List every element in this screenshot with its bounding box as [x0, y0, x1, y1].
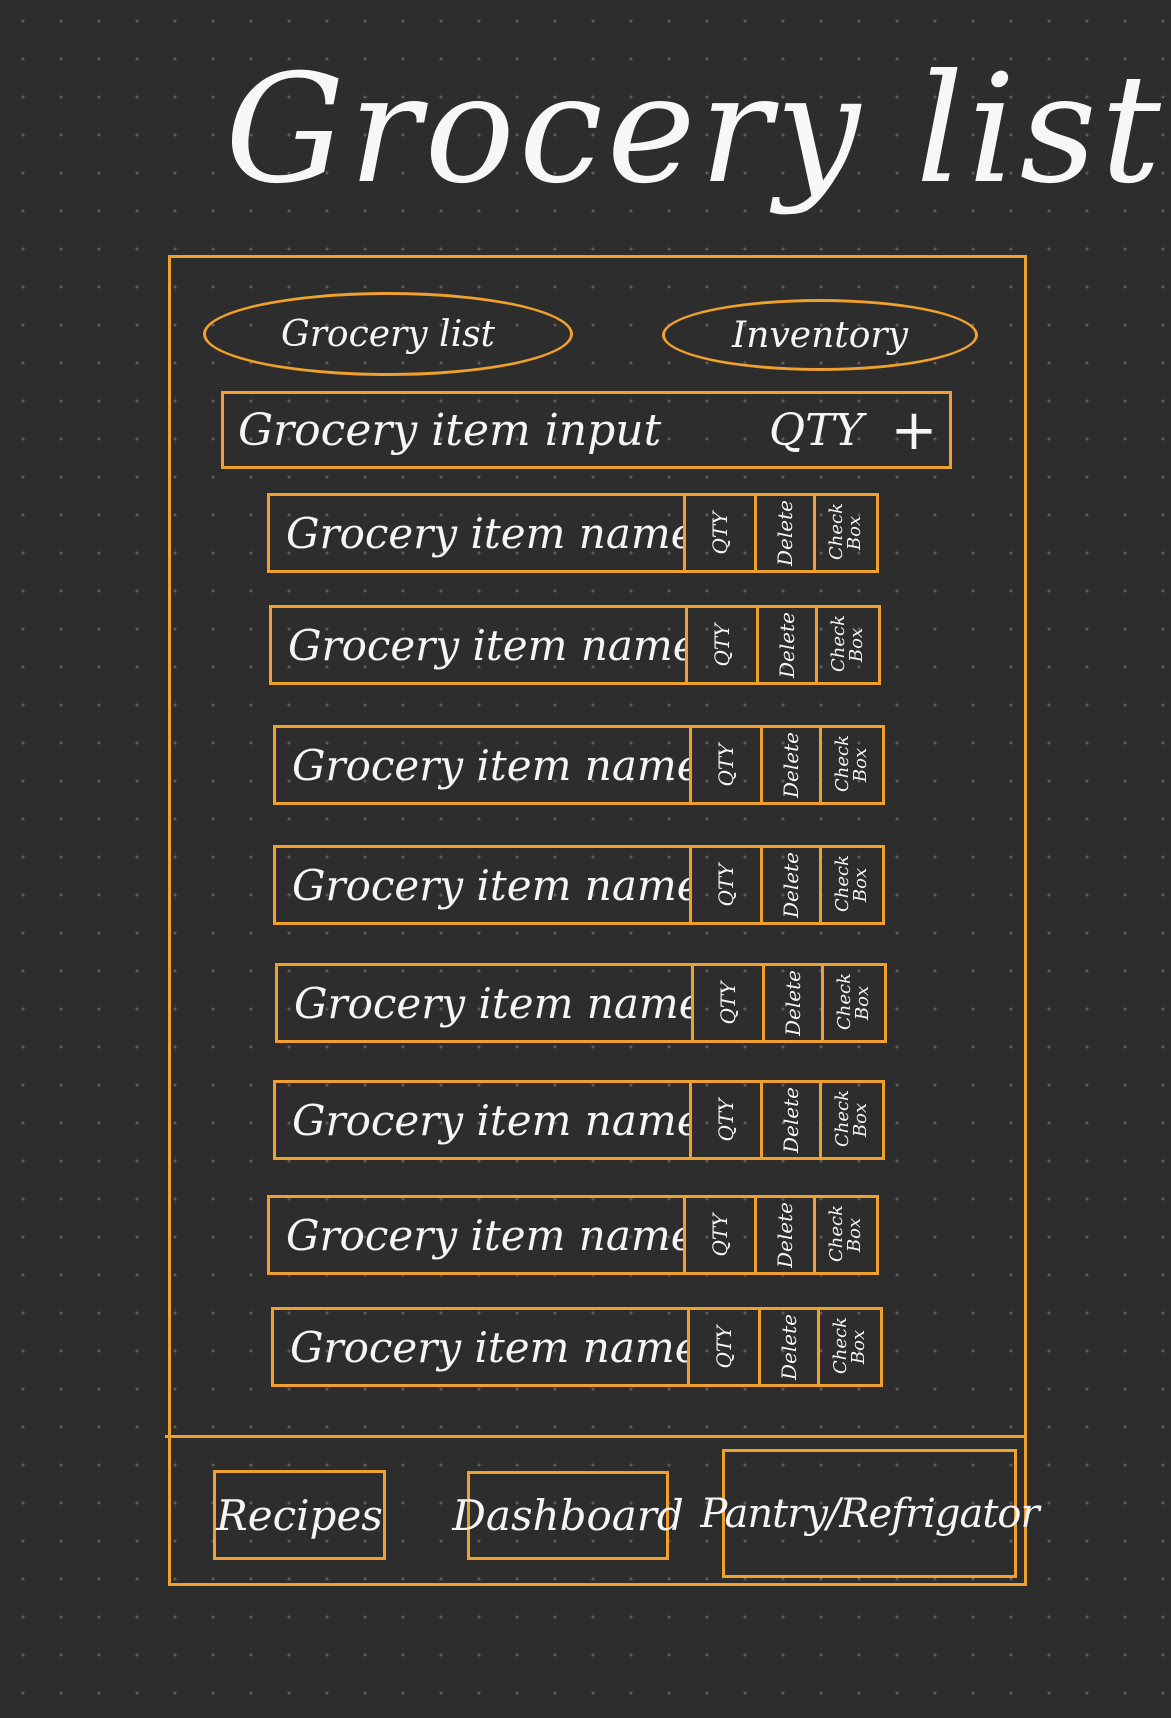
check-box-label: Check Box — [826, 502, 865, 560]
item-name: Grocery item name — [290, 1322, 687, 1372]
check-box-label: Check Box — [832, 854, 871, 912]
item-name: Grocery item name — [292, 1095, 689, 1145]
item-qty-label: QTY — [714, 743, 738, 787]
check-box[interactable]: Check Box — [821, 966, 884, 1040]
delete-label: Delete — [773, 500, 797, 566]
list-item: Grocery item name QTY Delete Check Box — [273, 725, 885, 805]
item-qty[interactable]: QTY — [685, 608, 756, 682]
item-qty[interactable]: QTY — [691, 966, 762, 1040]
delete-label: Delete — [775, 612, 799, 678]
delete-label: Delete — [779, 1087, 803, 1153]
item-name: Grocery item name — [288, 620, 685, 670]
delete-label: Delete — [781, 970, 805, 1036]
item-qty-label: QTY — [714, 1098, 738, 1142]
check-box-label: Check Box — [832, 1089, 871, 1147]
nav-pantry-refrigator-button[interactable]: Pantry/Refrigator — [700, 1449, 1040, 1578]
list-item: Grocery item name QTY Delete Check Box — [273, 845, 885, 925]
check-box[interactable]: Check Box — [813, 496, 876, 570]
delete-button[interactable]: Delete — [760, 728, 819, 802]
item-qty-label: QTY — [716, 981, 740, 1025]
app-frame — [168, 255, 1027, 1586]
check-box[interactable]: Check Box — [819, 1083, 882, 1157]
item-qty[interactable]: QTY — [683, 1198, 754, 1272]
check-box-label: Check Box — [828, 614, 867, 672]
list-item: Grocery item name QTY Delete Check Box — [267, 1195, 879, 1275]
item-name: Grocery item name — [286, 508, 683, 558]
check-box-label: Check Box — [830, 1316, 869, 1374]
delete-button[interactable]: Delete — [754, 496, 813, 570]
delete-button[interactable]: Delete — [762, 966, 821, 1040]
check-box[interactable]: Check Box — [819, 728, 882, 802]
delete-label: Delete — [779, 852, 803, 918]
list-item: Grocery item name QTY Delete Check Box — [267, 493, 879, 573]
item-name: Grocery item name — [286, 1210, 683, 1260]
delete-button[interactable]: Delete — [760, 1083, 819, 1157]
list-item: Grocery item name QTY Delete Check Box — [269, 605, 881, 685]
check-box-label: Check Box — [826, 1204, 865, 1262]
item-qty[interactable]: QTY — [689, 1083, 760, 1157]
check-box[interactable]: Check Box — [819, 848, 882, 922]
nav-recipes-button[interactable]: Recipes — [213, 1470, 386, 1560]
check-box-label: Check Box — [834, 972, 873, 1030]
item-qty[interactable]: QTY — [689, 848, 760, 922]
item-qty[interactable]: QTY — [689, 728, 760, 802]
item-qty-label: QTY — [712, 1325, 736, 1369]
item-qty[interactable]: QTY — [683, 496, 754, 570]
item-qty-label: QTY — [708, 511, 732, 555]
item-qty[interactable]: QTY — [687, 1310, 758, 1384]
delete-button[interactable]: Delete — [756, 608, 815, 682]
grocery-item-input-bar[interactable]: Grocery item input QTY + — [221, 391, 952, 469]
grocery-item-input[interactable]: Grocery item input — [238, 404, 662, 456]
tab-inventory[interactable]: Inventory — [662, 299, 978, 371]
list-item: Grocery item name QTY Delete Check Box — [271, 1307, 883, 1387]
check-box[interactable]: Check Box — [817, 1310, 880, 1384]
check-box-label: Check Box — [832, 734, 871, 792]
item-qty-label: QTY — [710, 623, 734, 667]
item-qty-label: QTY — [708, 1213, 732, 1257]
add-item-button[interactable]: + — [890, 397, 938, 463]
item-name: Grocery item name — [292, 860, 689, 910]
tab-grocery-list[interactable]: Grocery list — [203, 292, 573, 376]
delete-label: Delete — [777, 1314, 801, 1380]
delete-label: Delete — [779, 732, 803, 798]
list-item: Grocery item name QTY Delete Check Box — [273, 1080, 885, 1160]
item-name: Grocery item name — [294, 978, 691, 1028]
list-item: Grocery item name QTY Delete Check Box — [275, 963, 887, 1043]
check-box[interactable]: Check Box — [815, 608, 878, 682]
delete-button[interactable]: Delete — [760, 848, 819, 922]
delete-button[interactable]: Delete — [754, 1198, 813, 1272]
nav-divider — [165, 1435, 1027, 1438]
item-name: Grocery item name — [292, 740, 689, 790]
delete-label: Delete — [773, 1202, 797, 1268]
delete-button[interactable]: Delete — [758, 1310, 817, 1384]
page-title: Grocery list — [225, 43, 1165, 217]
nav-dashboard-button[interactable]: Dashboard — [452, 1471, 684, 1560]
item-qty-label: QTY — [714, 863, 738, 907]
check-box[interactable]: Check Box — [813, 1198, 876, 1272]
qty-input[interactable]: QTY — [769, 404, 864, 456]
